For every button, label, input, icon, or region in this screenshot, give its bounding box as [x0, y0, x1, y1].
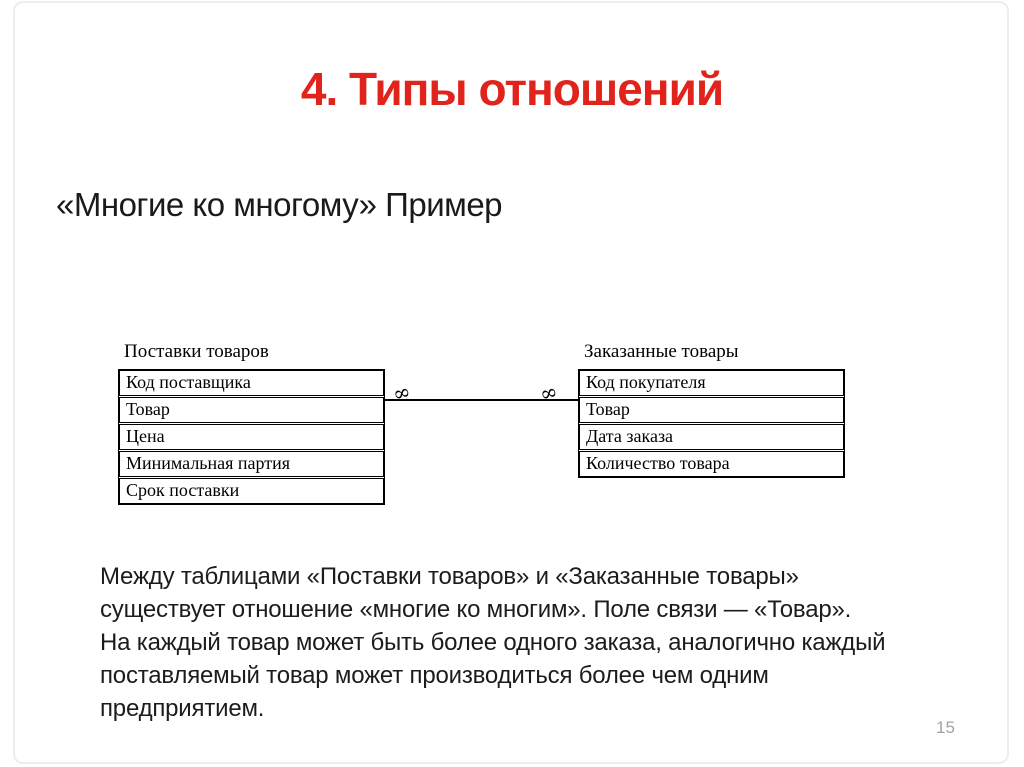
entity-field-row: Срок поставки: [119, 478, 384, 504]
entity-field-row: Товар: [119, 397, 384, 423]
entity-field-row: Дата заказа: [579, 424, 844, 450]
entity-field-row: Цена: [119, 424, 384, 450]
right-table-title: Заказанные товары: [584, 341, 739, 362]
relation-line: [385, 399, 578, 401]
infinity-icon-right: ∞: [537, 379, 561, 407]
entity-field-row: Товар: [579, 397, 844, 423]
slide-subtitle: «Многие ко многому» Пример: [56, 186, 503, 223]
slide-title: 4. Типы отношений: [300, 63, 724, 115]
body-paragraph: Между таблицами «Поставки товаров» и «За…: [100, 563, 886, 722]
entity-field-row: Количество товара: [579, 451, 844, 477]
entity-field-row: Код покупателя: [579, 370, 844, 396]
infinity-icon-left: ∞: [390, 379, 414, 407]
page-number: 15: [936, 718, 955, 737]
left-table-title: Поставки товаров: [124, 341, 269, 362]
entity-field-row: Минимальная партия: [119, 451, 384, 477]
entity-field-row: Код поставщика: [119, 370, 384, 396]
